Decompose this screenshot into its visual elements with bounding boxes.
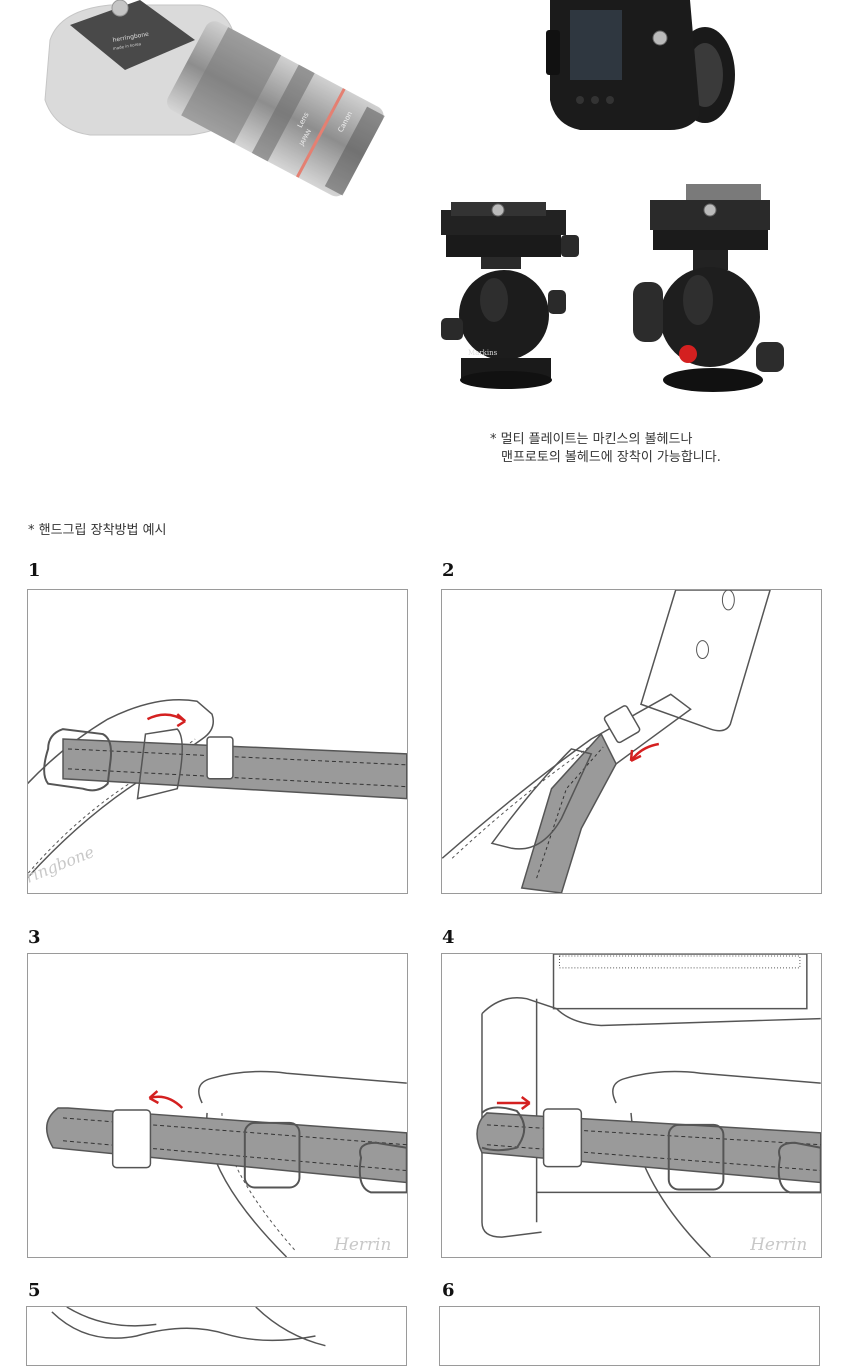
manfrotto-ballhead-photo bbox=[628, 182, 790, 397]
handgrip-section-title: * 핸드그립 장착방법 예시 bbox=[28, 523, 167, 538]
step-2-illustration bbox=[441, 589, 822, 894]
step-6-illustration bbox=[439, 1306, 820, 1366]
multiplate-caption-line2: 맨프로토의 볼헤드에 장착이 가능합니다. bbox=[501, 450, 721, 465]
step-number-2: 2 bbox=[442, 560, 455, 581]
markins-ballhead-photo: Markins bbox=[436, 200, 586, 395]
step-5-illustration bbox=[26, 1306, 407, 1366]
step-4-watermark: Herrin bbox=[749, 1234, 807, 1254]
step-4-illustration: Herrin bbox=[441, 953, 822, 1258]
step-number-1: 1 bbox=[28, 560, 41, 581]
step-number-5: 5 bbox=[28, 1280, 41, 1301]
step-1-illustration: ringbone bbox=[27, 589, 408, 894]
multiplate-caption-line1: * 멀티 플레이트는 마킨스의 볼헤드나 bbox=[490, 432, 693, 447]
step-3-illustration: Herrin bbox=[27, 953, 408, 1258]
step-number-4: 4 bbox=[442, 927, 455, 948]
step-1-watermark: ringbone bbox=[28, 842, 97, 887]
step-number-3: 3 bbox=[28, 927, 41, 948]
camera-rear-photo bbox=[540, 0, 740, 140]
step-3-watermark: Herrin bbox=[333, 1234, 391, 1254]
ballhead-brand: Markins bbox=[468, 349, 498, 357]
plate-text-2: made in korea bbox=[112, 41, 142, 51]
step-number-6: 6 bbox=[442, 1280, 455, 1301]
camera-lens-photo: herringbone made in korea Lens JAPAN Can… bbox=[30, 0, 410, 240]
